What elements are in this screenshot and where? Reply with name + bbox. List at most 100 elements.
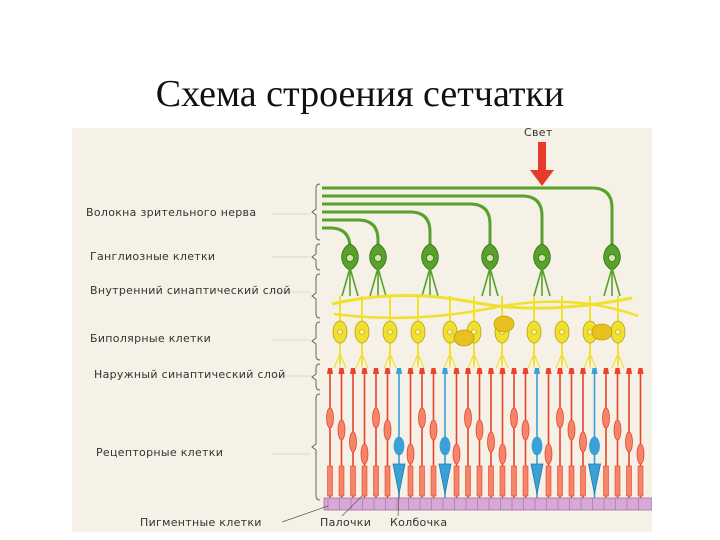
layer-label-outer-synaptic: Наружный синаптический слой <box>94 368 286 381</box>
rod-nucleus <box>326 407 334 429</box>
rod-terminal <box>637 368 644 374</box>
rod-nucleus <box>360 443 369 465</box>
ganglion-nucleus <box>346 254 354 262</box>
ganglion-dendrite <box>429 267 439 297</box>
rod-nucleus <box>372 407 380 429</box>
cone-outer-segment <box>438 463 452 495</box>
page-title: Схема строения сетчатки <box>155 73 565 115</box>
ganglion-dendrite <box>541 267 551 297</box>
rod-outer-segment <box>545 465 552 497</box>
rod-terminal <box>361 368 368 374</box>
bipolar-nucleus <box>559 329 565 335</box>
rod-outer-segment <box>361 465 368 497</box>
ganglion-dendrite <box>481 267 491 297</box>
rod-nucleus <box>464 407 472 429</box>
rod-terminal <box>568 368 575 374</box>
ganglion-nucleus <box>538 254 546 262</box>
cone-leader <box>397 493 400 517</box>
bipolar-dendrite <box>355 353 363 369</box>
bipolar-nucleus <box>415 329 421 335</box>
rod-nucleus <box>544 443 553 465</box>
layer-label-bipolar-cells: Биполярные клетки <box>90 332 212 345</box>
label-rods: Палочки <box>320 516 372 529</box>
rod-terminal <box>614 368 621 374</box>
ganglion-dendrite <box>341 267 351 297</box>
bipolar-nucleus <box>447 329 453 335</box>
ganglion-dendrite <box>349 267 359 297</box>
rod-terminal <box>465 368 471 374</box>
rod-terminal <box>350 368 356 374</box>
rod-terminal <box>327 368 333 374</box>
ganglion-dendrite <box>377 267 387 297</box>
optic-nerve-fiber <box>322 226 352 249</box>
bipolar-nucleus <box>615 329 621 335</box>
rod-nucleus <box>521 419 530 441</box>
retina-drawing <box>272 142 652 523</box>
rod-terminal <box>488 368 494 374</box>
ganglion-nucleus <box>426 254 434 262</box>
rod-outer-segment <box>327 465 333 497</box>
amacrine-process <box>331 294 633 310</box>
optic-nerve-fiber <box>322 218 380 244</box>
rod-outer-segment <box>557 465 563 497</box>
rod-terminal <box>557 368 563 374</box>
rod-nucleus <box>429 419 438 441</box>
rod-outer-segment <box>614 465 621 497</box>
bipolar-dendrite <box>617 353 625 369</box>
rod-nucleus <box>567 419 576 441</box>
cone-terminal <box>534 368 540 374</box>
rod-nucleus <box>498 443 507 465</box>
amacrine-process <box>333 300 639 320</box>
rod-nucleus <box>636 443 645 465</box>
rod-terminal <box>603 368 609 374</box>
bipolar-dendrite <box>501 353 509 369</box>
layer-label-nerve-fibers: Волокна зрительного нерва <box>86 206 257 219</box>
rod-terminal <box>419 368 425 374</box>
optic-nerve-fiber <box>322 210 432 244</box>
bipolar-dendrite <box>449 353 457 369</box>
cone-terminal <box>396 368 402 374</box>
rod-outer-segment <box>430 465 437 497</box>
rod-nucleus <box>418 407 426 429</box>
bipolar-dendrite <box>583 353 591 369</box>
bipolar-dendrite <box>333 353 341 369</box>
ganglion-nucleus <box>374 254 382 262</box>
rod-outer-segment <box>453 465 460 497</box>
rod-nucleus <box>349 431 357 453</box>
bipolar-dendrite <box>361 353 369 369</box>
rod-nucleus <box>579 431 587 453</box>
bipolar-nucleus <box>359 329 365 335</box>
bipolar-dendrite <box>527 353 535 369</box>
bipolar-dendrite <box>411 353 419 369</box>
label-cone: Колбочка <box>390 516 448 529</box>
rod-nucleus <box>452 443 461 465</box>
rod-nucleus <box>510 407 518 429</box>
rod-nucleus <box>556 407 564 429</box>
rod-terminal <box>407 368 414 374</box>
layer-bracket <box>311 321 321 361</box>
rod-terminal <box>373 368 379 374</box>
rod-nucleus <box>602 407 610 429</box>
ganglion-dendrite <box>611 267 621 297</box>
rod-terminal <box>522 368 529 374</box>
bipolar-dendrite <box>555 353 563 369</box>
rod-terminal <box>545 368 552 374</box>
cone-nucleus <box>439 436 451 456</box>
rod-outer-segment <box>499 465 506 497</box>
rod-terminal <box>384 368 391 374</box>
ganglion-nucleus <box>608 254 616 262</box>
rod-outer-segment <box>637 465 644 497</box>
rod-outer-segment <box>568 465 575 497</box>
cone-nucleus <box>589 436 600 456</box>
ganglion-dendrite <box>533 267 543 297</box>
rod-outer-segment <box>373 465 379 497</box>
rod-outer-segment <box>603 465 609 497</box>
bipolar-dendrite <box>467 353 475 369</box>
rod-nucleus <box>337 419 346 441</box>
bipolar-nucleus <box>471 329 477 335</box>
horizontal-cell <box>493 315 515 333</box>
layer-bracket <box>311 393 321 501</box>
cone-terminal <box>442 368 448 374</box>
light-arrow-shaft <box>538 142 546 172</box>
cone-outer-segment <box>588 463 601 495</box>
